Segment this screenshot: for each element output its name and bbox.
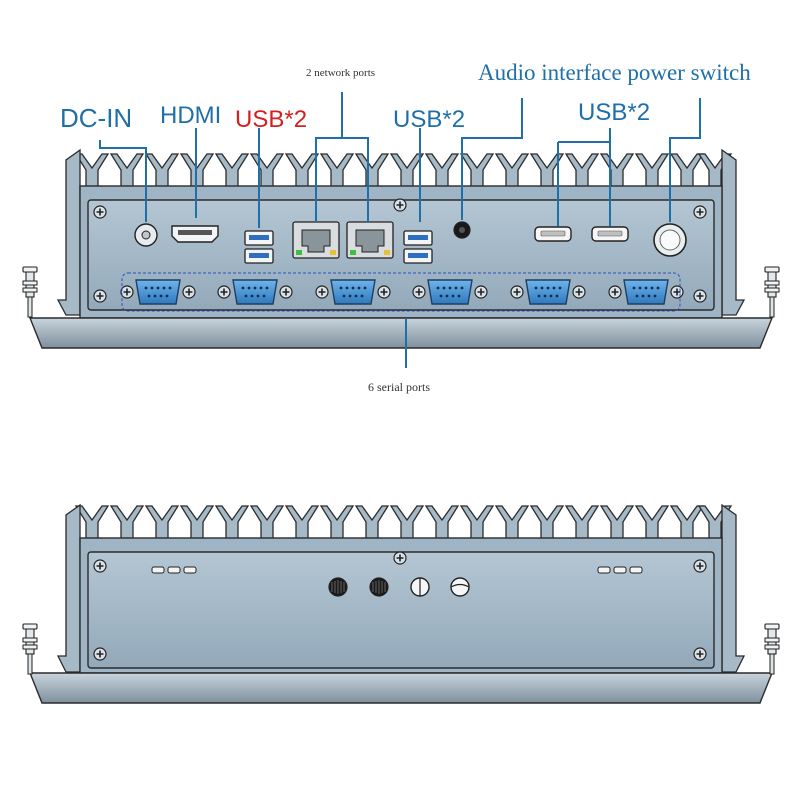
leader-lines	[99, 92, 701, 368]
label-usb-center: USB*2	[393, 106, 465, 133]
screw-icon	[693, 559, 707, 573]
dc-jack-icon	[134, 223, 158, 247]
chassis-base-top	[28, 317, 774, 349]
label-hdmi: HDMI	[160, 102, 221, 129]
label-serial-ports: 6 serial ports	[368, 380, 430, 394]
screw-icon	[93, 647, 107, 661]
mount-bolt-icon	[764, 623, 780, 675]
hdmi-port-icon	[171, 225, 219, 243]
screw-icon	[93, 559, 107, 573]
label-dc-in: DC-IN	[60, 103, 132, 133]
heatsink-fins-top	[75, 153, 732, 189]
antenna-hole-icon	[328, 577, 348, 597]
serial-highlight-box	[121, 272, 681, 312]
screw-icon	[693, 289, 707, 303]
rear-panel-view	[22, 503, 780, 704]
mount-bolt-icon	[22, 266, 38, 318]
knockout-hole-icon	[450, 577, 470, 597]
chassis-base-bottom	[28, 672, 774, 704]
rj45-port-icon	[292, 221, 340, 259]
heatsink-fins-bottom	[75, 505, 732, 541]
screw-icon	[693, 205, 707, 219]
label-usb-red: USB*2	[235, 106, 307, 133]
io-panel-view	[22, 148, 780, 349]
screw-icon	[393, 198, 407, 212]
mount-bolt-icon	[764, 266, 780, 318]
knockout-hole-icon	[410, 577, 430, 597]
label-network-ports: 2 network ports	[306, 67, 375, 79]
power-button-icon	[653, 223, 687, 257]
usb-port-icon	[534, 226, 572, 242]
led-slots-left	[151, 566, 197, 574]
antenna-hole-icon	[369, 577, 389, 597]
led-slots-right	[597, 566, 643, 574]
mount-bolt-icon	[22, 623, 38, 675]
screw-icon	[93, 205, 107, 219]
rj45-port-icon	[346, 221, 394, 259]
screw-icon	[393, 551, 407, 565]
label-audio-power-switch: Audio interface power switch	[478, 60, 751, 85]
usb-port-icon	[591, 226, 629, 242]
screw-icon	[93, 289, 107, 303]
screw-icon	[693, 647, 707, 661]
label-usb-right: USB*2	[578, 99, 650, 126]
audio-jack-icon	[453, 221, 471, 239]
